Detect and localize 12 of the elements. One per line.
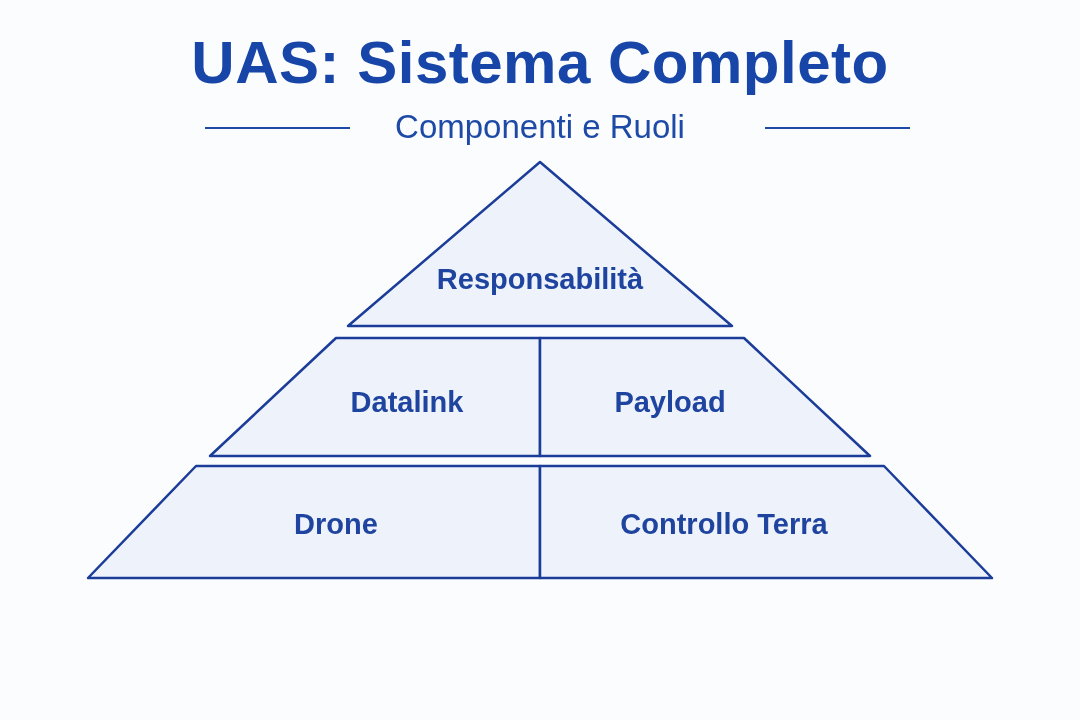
tier-label: Responsabilità (436, 262, 644, 296)
tier-label: Controllo Terra (620, 507, 828, 541)
pyramid-tier-segment (88, 466, 540, 578)
tier-label: Drone (294, 507, 378, 541)
pyramid-tier-segment (540, 338, 870, 456)
pyramid-top-triangle (348, 162, 732, 326)
tier-label: Payload (614, 385, 726, 419)
pyramid-tier-segment (540, 466, 992, 578)
subtitle: Componenti e Ruoli (394, 108, 686, 146)
tier-label: Datalink (350, 385, 464, 419)
pyramid-tier-segment (210, 338, 540, 456)
title: UAS: Sistema Completo (191, 29, 889, 96)
